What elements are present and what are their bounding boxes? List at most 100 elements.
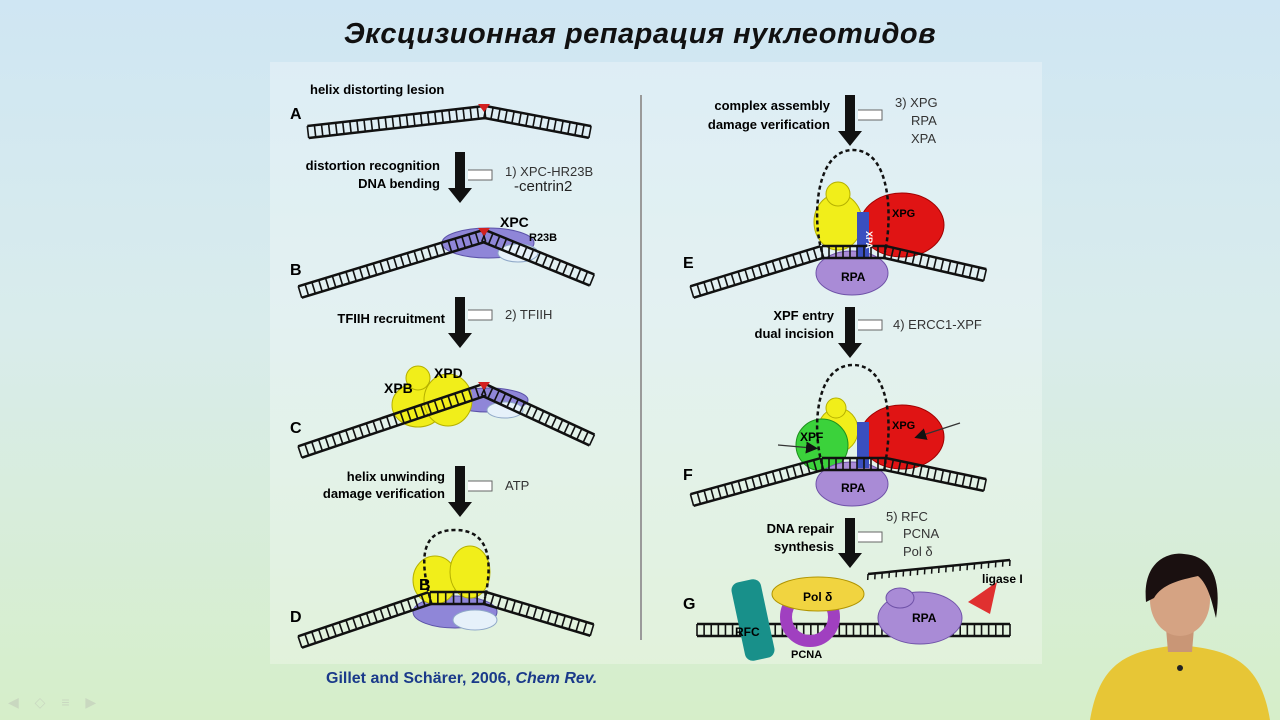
dna-base-pair (744, 478, 750, 491)
dna-base-pair (518, 401, 526, 414)
dna-base-pair (528, 249, 535, 262)
dna-base-pair (940, 469, 945, 483)
dna-strand (485, 383, 596, 436)
dna-base-pair (356, 120, 360, 133)
dna-base-pair (589, 624, 595, 636)
dna-base-pair (932, 257, 938, 270)
dna-base-pair (512, 398, 520, 411)
step6-factor-bracket (858, 531, 883, 543)
dna-base-pair (306, 125, 310, 139)
tfiih-knob-e (825, 181, 851, 207)
dna-base-pair (372, 420, 378, 433)
dna-base-pair (501, 238, 508, 251)
dna-base-pair (426, 112, 430, 125)
dna-base-pair (514, 243, 521, 256)
slide-nav-icons[interactable]: ◀ ◇ ≡ ▶ (8, 694, 103, 710)
dna-base-pair (575, 619, 581, 632)
dna-base-pair (311, 631, 317, 644)
dna-base-pair (751, 267, 757, 280)
dna-base-pair (954, 472, 959, 486)
step2-label: TFIIH recruitment (337, 311, 445, 326)
panel-label-f: F (683, 467, 693, 484)
dna-base-pair (975, 477, 980, 490)
xpd-label: XPD (434, 365, 463, 381)
dna-base-pair (569, 425, 577, 437)
slide-title: Эксцизионная репарация нуклеотидов (343, 18, 937, 50)
rpa-label-g: RPA (912, 611, 937, 625)
dna-base-pair (467, 388, 474, 401)
dna-base-pair (507, 241, 515, 253)
dna-base-pair (334, 122, 338, 135)
dna-base-pair (433, 244, 439, 257)
dna-base-pair (338, 622, 344, 635)
dna-base-pair (574, 123, 578, 136)
dna-base-pair (304, 443, 310, 456)
dna-base-pair (392, 413, 399, 426)
dna-base-pair (324, 436, 330, 449)
lesion-marker-c (478, 382, 490, 390)
dna-base-pair (812, 459, 818, 472)
incision-arrow-5prime (777, 441, 818, 454)
dna-base-pair (412, 113, 416, 127)
dna-base-pair (890, 459, 895, 472)
dna-strand (480, 394, 591, 447)
step3-label-line2: damage verification (323, 486, 445, 501)
pol-delta-protein (771, 576, 865, 612)
dna-base-pair (581, 124, 585, 137)
dna-strand (482, 602, 591, 637)
dna-base-pair (406, 599, 413, 611)
dna-helix-e (689, 244, 988, 299)
dna-strand (297, 229, 483, 288)
dna-base-pair (462, 108, 466, 121)
xpb-letter-d: B (419, 577, 431, 594)
step5-arrow (838, 307, 862, 358)
dna-base-pair (744, 269, 750, 282)
xpb-label: XPB (384, 380, 413, 396)
dna-base-pair (758, 475, 763, 488)
dna-base-pair (504, 109, 508, 123)
dna-base-pair (406, 409, 412, 422)
step3-factor-bracket (468, 480, 493, 492)
dna-base-pair (379, 608, 385, 621)
dna-base-pair (313, 125, 317, 138)
dna-base-pair (461, 236, 467, 249)
presenter-hair (1145, 553, 1218, 618)
ligase-label: ligase I (982, 572, 1023, 586)
dna-base-pair (413, 596, 419, 609)
xpg-label-f: XPG (892, 420, 915, 432)
step2-factor-bracket (468, 309, 493, 321)
dna-strand (486, 591, 595, 626)
dna-base-pair (433, 111, 437, 124)
dna-base-pair (799, 463, 804, 476)
dna-base-pair (345, 429, 351, 442)
dna-strand (301, 240, 487, 299)
step1-factor-bracket (468, 169, 493, 181)
step4-factor-line3: XPA (911, 131, 936, 146)
dna-base-pair (518, 112, 522, 125)
dna-base-pair (716, 486, 722, 499)
dna-base-pair (506, 395, 513, 408)
step1-factor-line1: 1) XPC-HR23B (505, 164, 593, 179)
step5-factor: 4) ERCC1-XPF (893, 317, 982, 332)
dna-base-pair (365, 265, 371, 278)
dna-strand (693, 468, 824, 507)
dna-base-pair (696, 283, 702, 296)
dna-base-pair (511, 111, 515, 124)
r23b-label: R23B (529, 232, 557, 244)
dna-base-pair (954, 262, 959, 275)
dna-base-pair (454, 238, 460, 251)
dna-base-pair (454, 393, 460, 406)
step6-factor-line2: PCNA (903, 526, 939, 541)
dna-base-pair (386, 259, 392, 272)
dna-base-pair (476, 106, 480, 119)
dna-base-pair (525, 404, 532, 417)
presenter-microphone (1177, 665, 1183, 671)
dna-strand (693, 256, 825, 299)
dna-base-pair (379, 261, 385, 274)
r23b-protein-c (486, 401, 524, 419)
dna-base-pair (331, 275, 337, 288)
xpg-label: XPG (892, 208, 915, 220)
dna-base-pair (317, 439, 324, 452)
dna-base-pair (304, 283, 310, 296)
dna-base-pair (493, 390, 500, 402)
